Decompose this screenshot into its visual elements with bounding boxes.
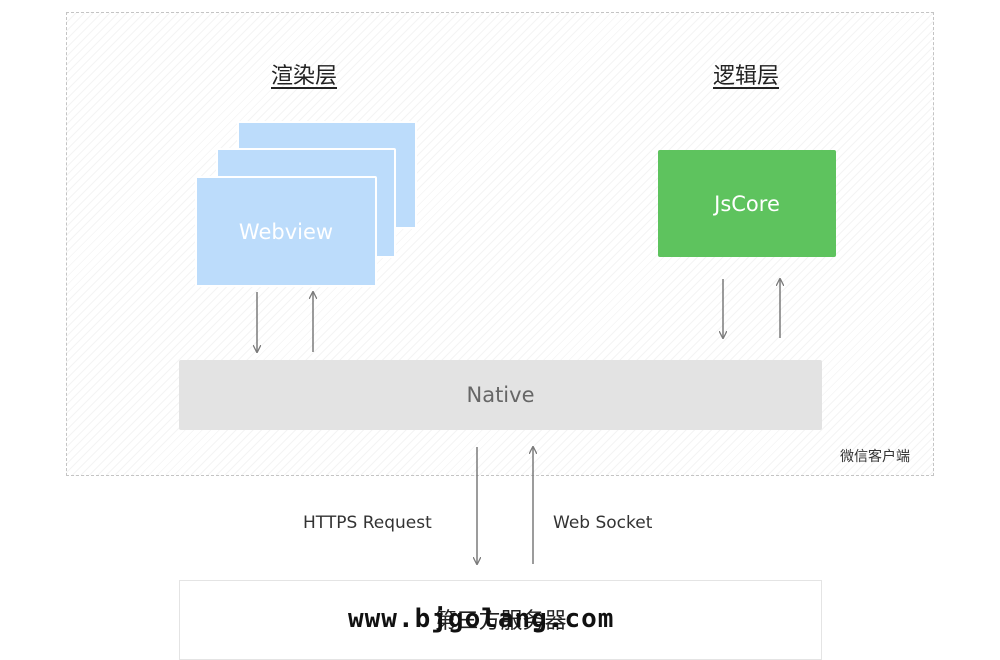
client-label: 微信客户端 bbox=[840, 449, 910, 465]
webview-label: Webview bbox=[238, 219, 334, 244]
arrows-layer bbox=[0, 0, 1000, 644]
logic-layer-title: 逻辑层 bbox=[713, 64, 780, 89]
site-watermark: www.bjgolang.com bbox=[348, 604, 615, 634]
https-request-label: HTTPS Request bbox=[303, 513, 432, 533]
web-socket-label: Web Socket bbox=[553, 513, 653, 533]
render-layer-title: 渲染层 bbox=[271, 64, 338, 89]
native-bar: Native bbox=[179, 360, 822, 430]
server-label: 第三方服务器 bbox=[434, 609, 567, 634]
webview-card-front: Webview bbox=[195, 176, 377, 287]
jscore-box: JsCore bbox=[658, 150, 836, 257]
